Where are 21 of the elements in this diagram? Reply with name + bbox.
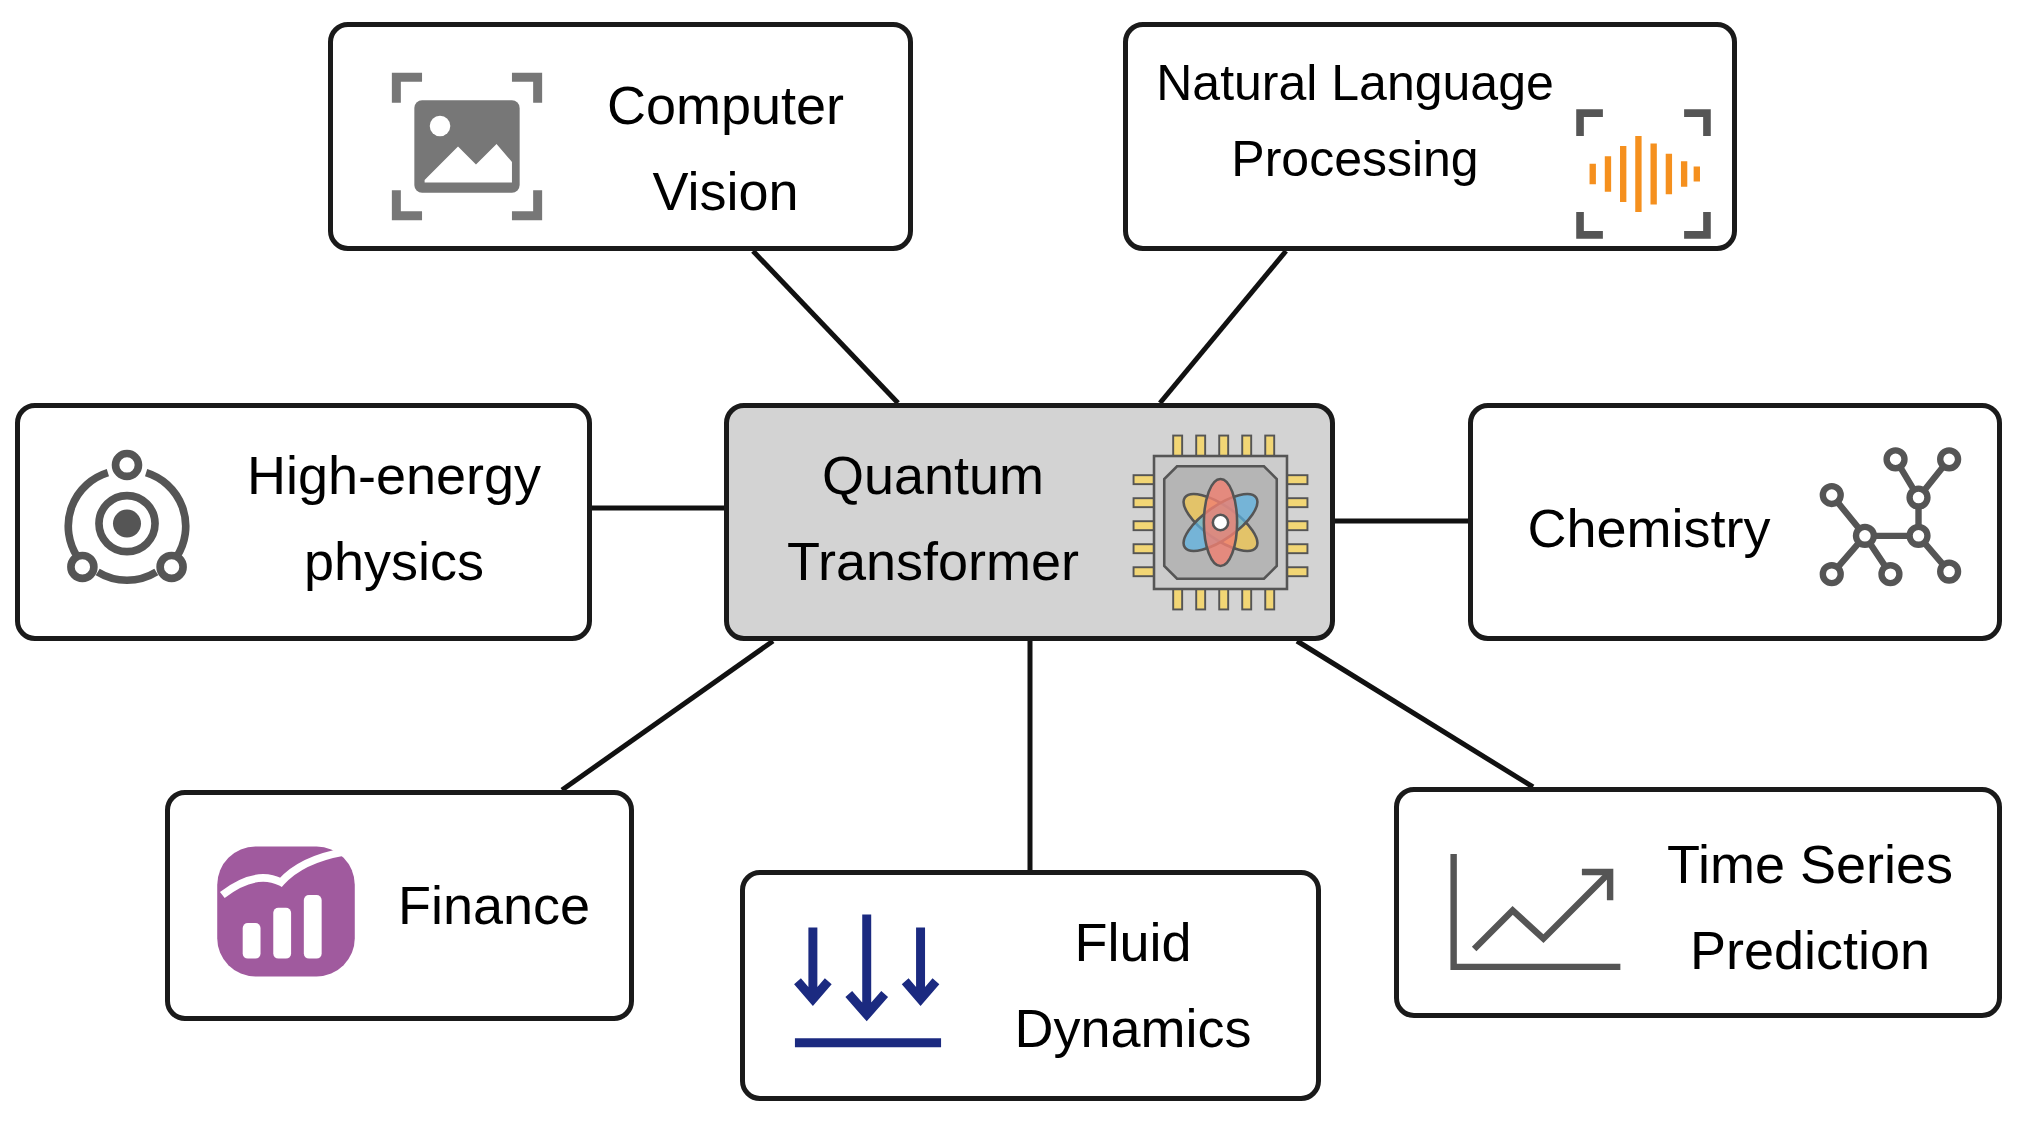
connector-line bbox=[1335, 518, 1468, 524]
application-box bbox=[1123, 22, 1737, 251]
application-box bbox=[15, 403, 592, 641]
application-box bbox=[1394, 787, 2002, 1018]
central-box bbox=[724, 403, 1335, 641]
application-box bbox=[740, 870, 1321, 1101]
application-box bbox=[1468, 403, 2002, 641]
node-label: Natural Language Processing bbox=[1155, 54, 1555, 189]
node-label: High-energy physics bbox=[245, 444, 543, 593]
node-label: Chemistry bbox=[1527, 497, 1771, 560]
application-box bbox=[328, 22, 913, 251]
connector-line bbox=[751, 249, 900, 405]
connector-line bbox=[1027, 641, 1033, 870]
node-label: Fluid Dynamics bbox=[1013, 911, 1253, 1060]
connector-line bbox=[1158, 249, 1288, 405]
node-label: Finance bbox=[397, 874, 591, 937]
node-label: Quantum Transformer bbox=[785, 444, 1080, 593]
application-box bbox=[165, 790, 634, 1021]
connector-line bbox=[592, 505, 724, 511]
node-label: Computer Vision bbox=[605, 74, 846, 223]
node-label: Time Series Prediction bbox=[1665, 833, 1955, 982]
